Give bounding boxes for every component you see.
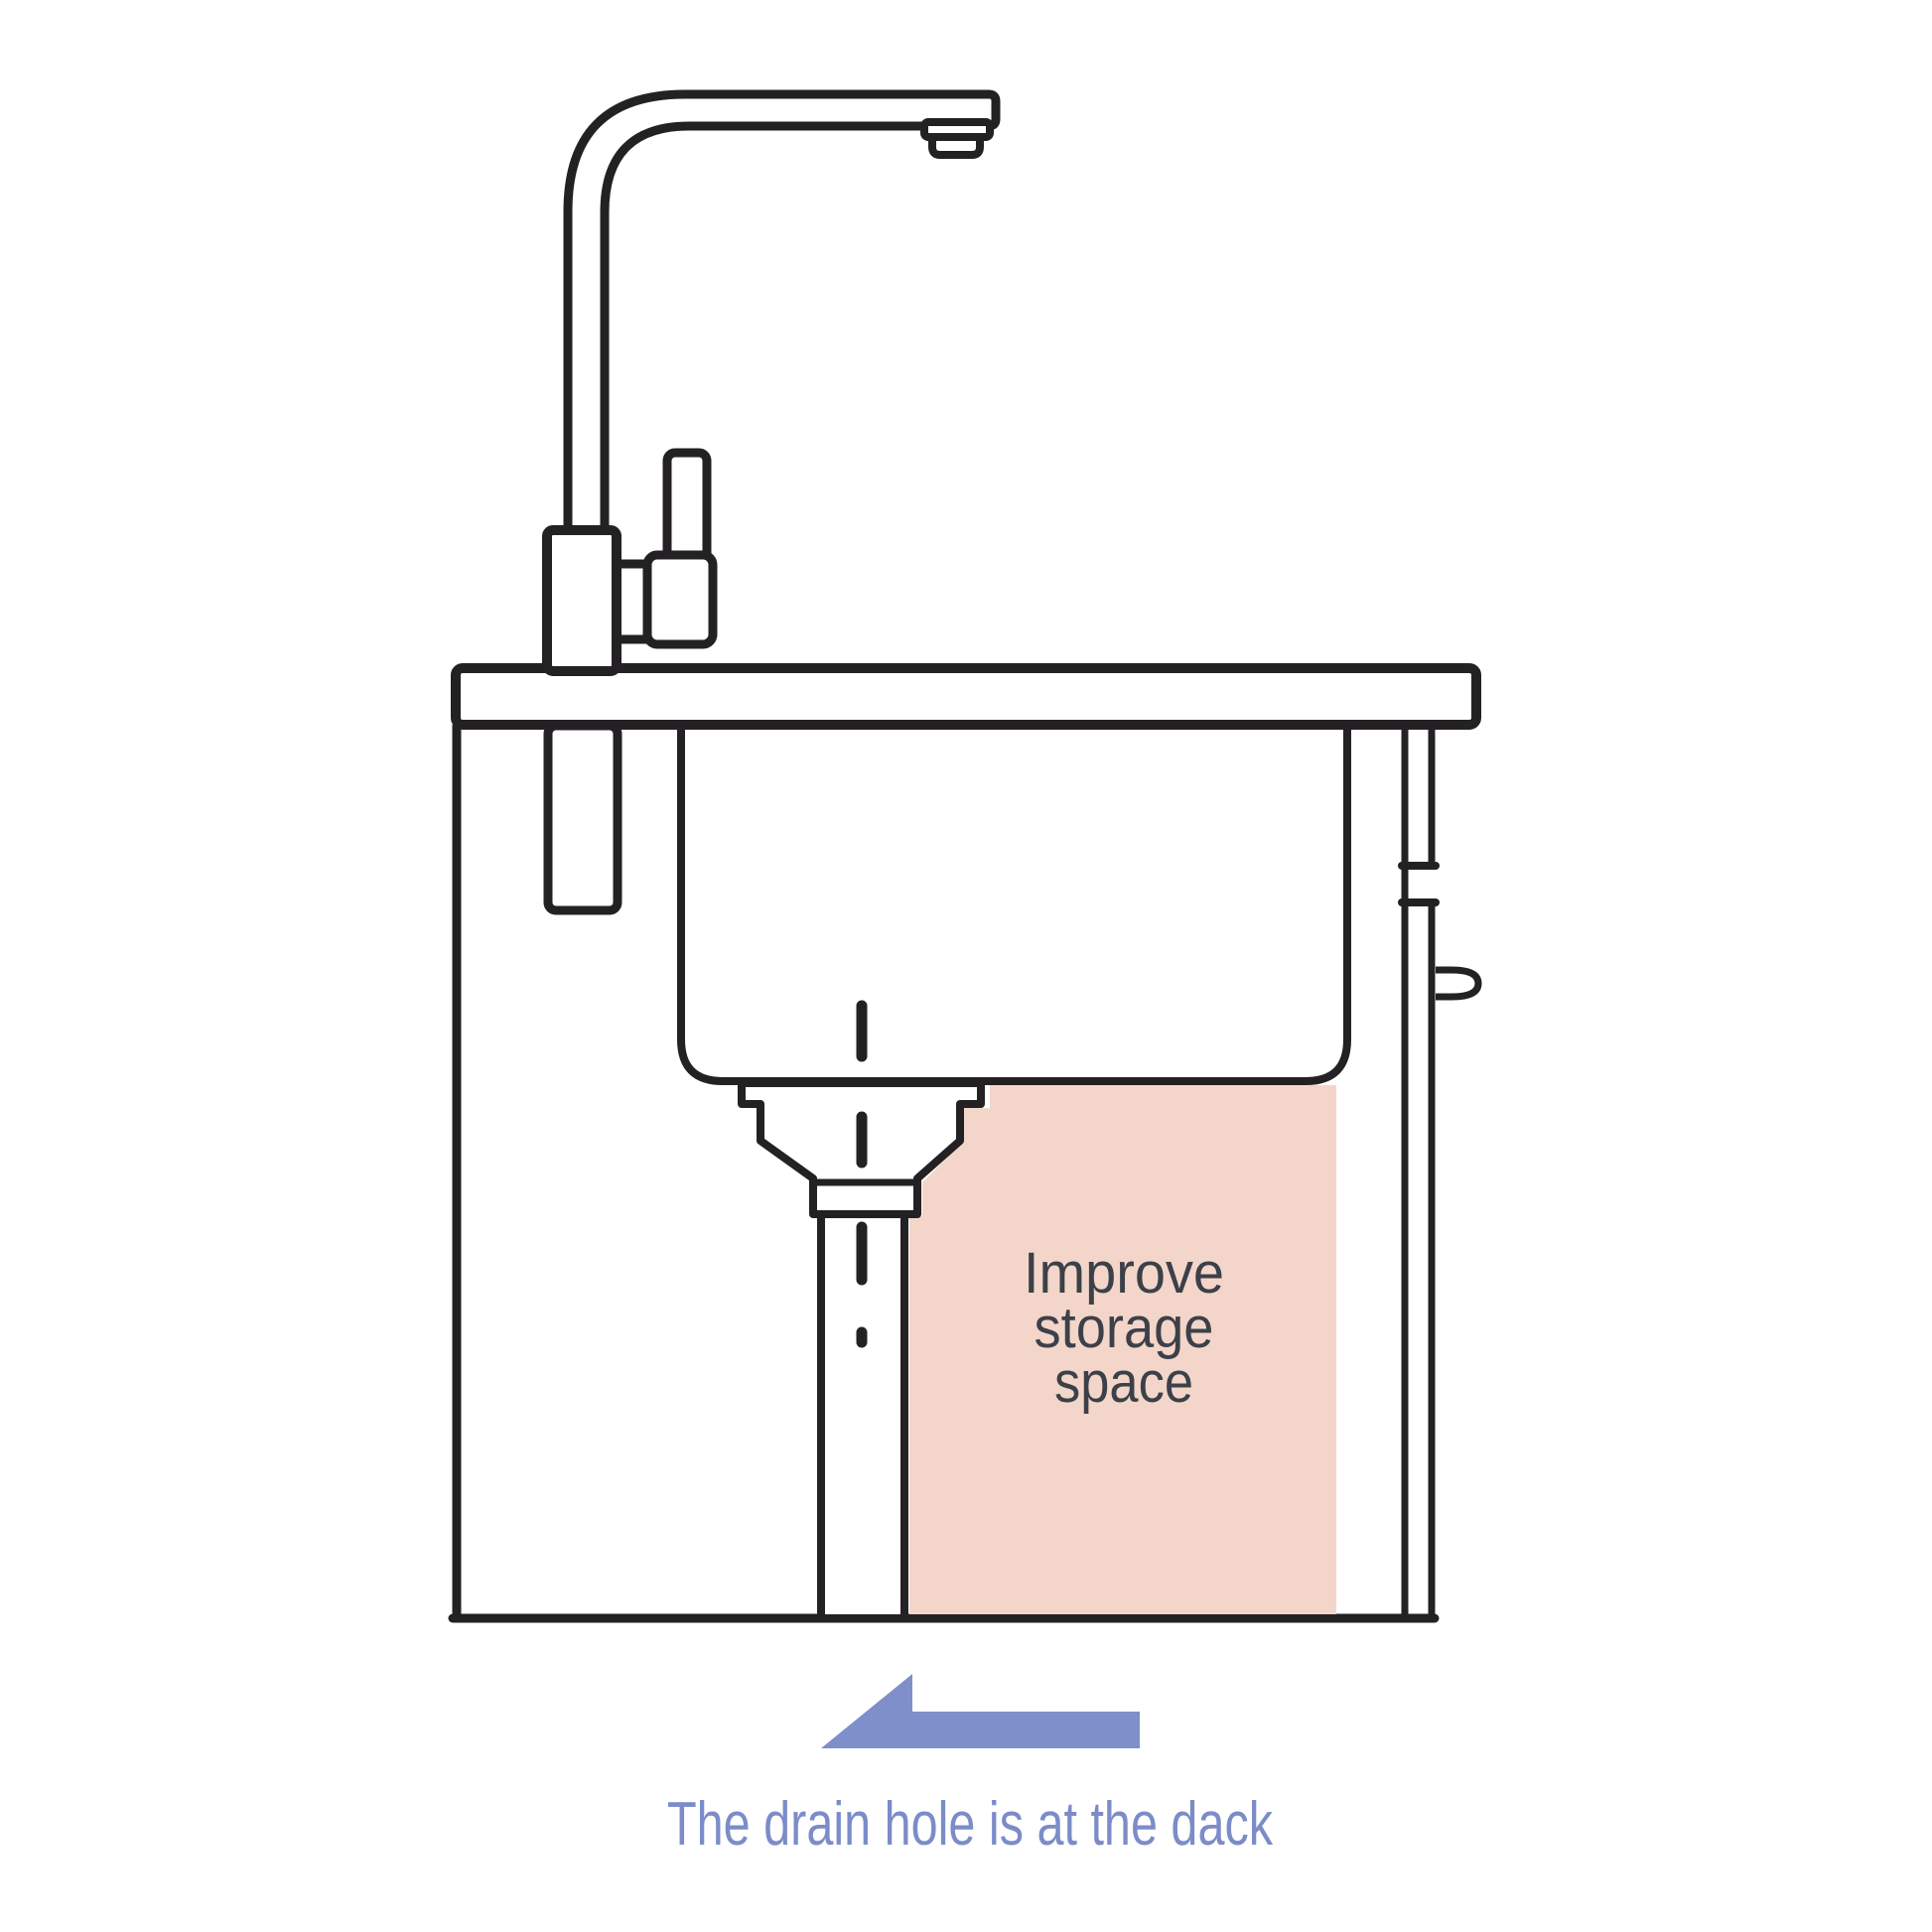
faucet-handle-lever	[662, 448, 712, 569]
drain-assembly	[738, 1000, 985, 1615]
storage-highlight-region	[909, 1085, 1336, 1614]
caption-text: The drain hole is at the dack	[667, 1790, 1274, 1859]
countertop	[451, 663, 1481, 730]
storage-label: Improve storage space	[1024, 1241, 1224, 1415]
left-arrow-icon	[821, 1674, 1140, 1748]
faucet	[563, 89, 1001, 649]
faucet-aerator-tip	[928, 133, 984, 159]
storage-label-line2: storage	[1035, 1296, 1214, 1360]
mounting-clip	[1436, 966, 1482, 1001]
faucet-supply-shank	[543, 721, 622, 915]
sink-basin	[677, 728, 1351, 1085]
faucet-handle-body	[642, 550, 718, 649]
faucet-spout-tube	[563, 89, 1001, 546]
faucet-base-body	[542, 525, 621, 676]
cabinet	[448, 725, 1482, 1623]
storage-label-line3: space	[1054, 1350, 1193, 1415]
storage-label-line1: Improve	[1024, 1241, 1224, 1306]
